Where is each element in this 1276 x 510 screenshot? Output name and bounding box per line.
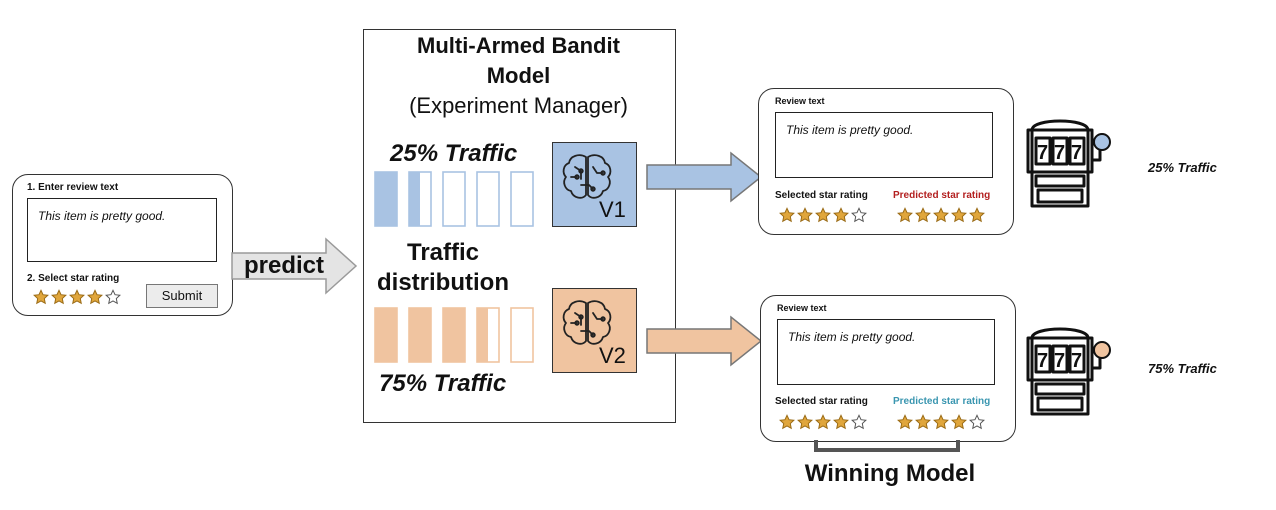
star-filled-icon (969, 207, 985, 223)
svg-text:7: 7 (1071, 350, 1082, 372)
top-traffic-bars (374, 171, 544, 234)
selected-rating-label: Selected star rating (775, 190, 868, 201)
arrow-v1-to-output (646, 151, 763, 203)
output-title: Review text (777, 303, 827, 313)
svg-text:7: 7 (1037, 350, 1048, 372)
model-v2-label: V2 (599, 343, 626, 368)
bottom-traffic-label: 75% Traffic (379, 370, 507, 397)
traffic-bar (442, 307, 466, 363)
winning-model-label: Winning Model (804, 460, 976, 487)
model-v1-label: V1 (599, 197, 626, 222)
svg-text:7: 7 (1071, 142, 1082, 164)
star-empty-icon[interactable] (105, 289, 123, 305)
traffic-dist-1: Traffic (406, 239, 480, 266)
predicted-rating-label: Predicted star rating (893, 190, 991, 201)
brain-icon (562, 154, 612, 199)
arrow-v2-to-output (646, 315, 763, 367)
svg-text:7: 7 (1037, 142, 1048, 164)
bottom-traffic-bars (374, 307, 544, 370)
winning-bracket (814, 440, 960, 452)
model-v2-box: V2 (552, 288, 637, 373)
output-review-box: This item is pretty good. (777, 319, 995, 385)
star-filled-icon (951, 207, 967, 223)
traffic-bar (408, 307, 432, 363)
svg-text:7: 7 (1054, 350, 1065, 372)
star-filled-icon (833, 414, 849, 430)
traffic-dist-2: distribution (377, 269, 509, 296)
star-filled-icon[interactable] (33, 289, 51, 305)
selected-rating-label: Selected star rating (775, 396, 868, 407)
model-v1-box: V1 (552, 142, 637, 227)
slot-traffic-top: 25% Traffic (1148, 160, 1217, 175)
review-text: This item is pretty good. (38, 209, 166, 223)
traffic-bar (374, 171, 398, 227)
traffic-bar (374, 307, 398, 363)
output-card-v1: Review text This item is pretty good. Se… (758, 88, 1014, 235)
predicted-rating-label: Predicted star rating (893, 396, 991, 407)
star-filled-icon[interactable] (87, 289, 105, 305)
output-card-v2: Review text This item is pretty good. Se… (760, 295, 1016, 442)
slot-traffic-bottom: 75% Traffic (1148, 361, 1217, 376)
output-review-box: This item is pretty good. (775, 112, 993, 178)
star-filled-icon (815, 414, 831, 430)
star-empty-icon (851, 207, 867, 223)
star-filled-icon (933, 414, 949, 430)
output-review-text: This item is pretty good. (786, 123, 914, 137)
output-title: Review text (775, 96, 825, 106)
traffic-bar-chart (374, 307, 534, 363)
submit-button[interactable]: Submit (146, 284, 218, 308)
traffic-bar (408, 171, 432, 227)
predicted-stars (897, 207, 987, 225)
star-empty-icon (851, 414, 867, 430)
predict-label: predict (244, 252, 325, 279)
star-empty-icon (969, 414, 985, 430)
step1-label: 1. Enter review text (27, 182, 119, 193)
selected-stars (779, 414, 869, 432)
star-filled-icon[interactable] (51, 289, 69, 305)
traffic-bar-chart (374, 171, 534, 227)
predicted-stars (897, 414, 987, 432)
svg-text:7: 7 (1054, 142, 1065, 164)
star-filled-icon (797, 414, 813, 430)
bandit-title-2: Model (486, 63, 551, 88)
top-traffic-label: 25% Traffic (390, 140, 518, 167)
predict-arrow (231, 237, 358, 295)
star-filled-icon (951, 414, 967, 430)
step2-label: 2. Select star rating (27, 273, 120, 284)
star-filled-icon (915, 414, 931, 430)
traffic-bar (510, 171, 534, 227)
traffic-bar (442, 171, 466, 227)
star-filled-icon (779, 207, 795, 223)
star-filled-icon (815, 207, 831, 223)
bandit-title-1: Multi-Armed Bandit (417, 33, 620, 58)
bandit-subtitle: (Experiment Manager) (409, 93, 628, 118)
star-filled-icon (897, 207, 913, 223)
star-filled-icon (915, 207, 931, 223)
review-textarea[interactable]: This item is pretty good. (27, 198, 217, 262)
selected-stars (779, 207, 869, 225)
star-filled-icon (933, 207, 949, 223)
brain-icon (562, 300, 612, 345)
star-rating-input[interactable] (33, 289, 123, 307)
input-card: 1. Enter review text This item is pretty… (12, 174, 233, 316)
star-filled-icon (779, 414, 795, 430)
star-filled-icon (797, 207, 813, 223)
output-review-text: This item is pretty good. (788, 330, 916, 344)
star-filled-icon[interactable] (69, 289, 87, 305)
star-filled-icon (833, 207, 849, 223)
traffic-bar (476, 307, 500, 363)
traffic-bar (476, 171, 500, 227)
traffic-bar (510, 307, 534, 363)
star-filled-icon (897, 414, 913, 430)
